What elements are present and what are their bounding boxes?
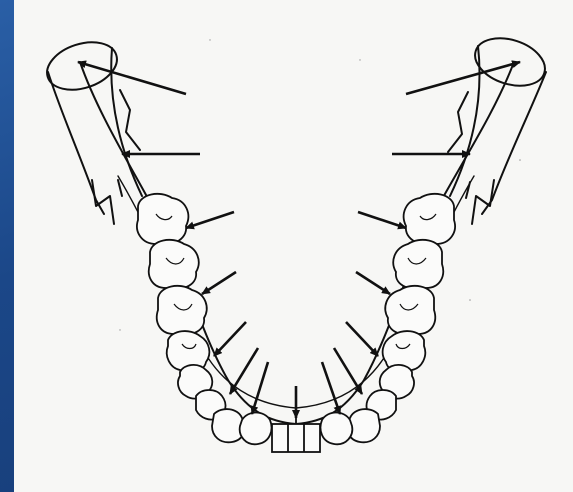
tooth <box>393 240 443 289</box>
arrow <box>252 362 268 414</box>
dental-arch-diagram <box>14 0 573 492</box>
left-ramus-outline <box>41 34 142 224</box>
arrow <box>358 212 406 228</box>
arrow <box>356 272 390 294</box>
tooth <box>385 286 435 335</box>
figure-panel <box>14 0 573 492</box>
arrow <box>334 348 362 394</box>
arrow <box>186 212 234 228</box>
tooth <box>240 413 272 445</box>
arch-wire-line <box>80 62 514 424</box>
arrow <box>346 322 378 356</box>
tooth <box>149 240 199 289</box>
tooth <box>321 413 353 445</box>
arrow <box>230 348 258 394</box>
arrow <box>214 322 246 356</box>
tooth <box>157 286 207 335</box>
arrow <box>202 272 236 294</box>
arrow <box>322 362 340 414</box>
arrow <box>78 62 186 94</box>
